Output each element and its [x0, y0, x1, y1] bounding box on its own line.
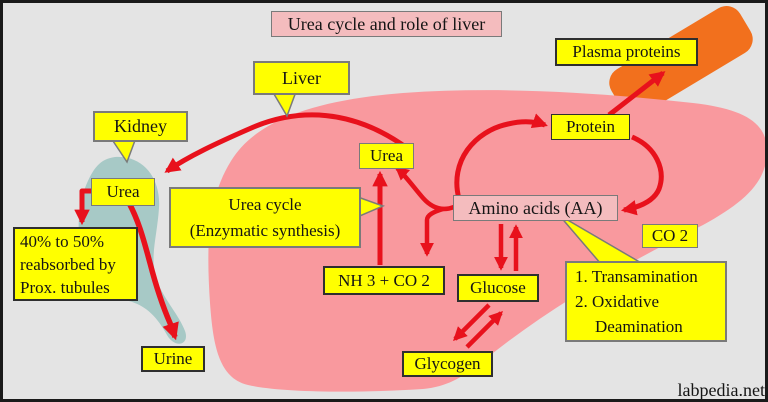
label-co2: CO 2	[642, 224, 698, 248]
label-nh3-co2: NH 3 + CO 2	[323, 266, 445, 295]
urea-cycle-line-1: Urea cycle	[228, 194, 302, 214]
urea-cycle-line-2: (Enzymatic synthesis)	[189, 220, 341, 240]
diagram-title: Urea cycle and role of liver	[271, 11, 502, 37]
arrow-glucose-to-glycogen	[453, 303, 491, 341]
arrow-layer	[74, 71, 666, 349]
arrow-glycogen-to-glucose	[465, 311, 503, 349]
liver-shape	[208, 90, 765, 392]
arrow-protein-to-plasma	[607, 71, 666, 117]
arrow-protein-to-aminoacids	[620, 134, 664, 216]
arrow-urea-to-reabsorbed	[74, 188, 93, 226]
arrow-aminoacids-to-urea	[394, 166, 455, 212]
label-liver: Liver	[253, 61, 350, 95]
label-urea-cycle: Urea cycle (Enzymatic synthesis)	[169, 187, 361, 248]
watermark: labpedia.net	[677, 380, 765, 400]
deamination-line-2: 2. Oxidative	[575, 292, 660, 311]
label-kidney: Kidney	[93, 111, 188, 142]
label-urea-liver: Urea	[359, 143, 414, 169]
reabsorbed-line-3: Prox. tubules	[20, 277, 110, 297]
arrow-urea-to-urine	[125, 199, 179, 341]
reabsorbed-line-1: 40% to 50%	[20, 231, 105, 251]
label-glycogen: Glycogen	[402, 351, 493, 377]
arrow-aminoacids-to-protein	[454, 113, 548, 200]
label-urea-kidney: Urea	[91, 178, 155, 206]
label-amino-acids: Amino acids (AA)	[453, 195, 618, 221]
label-urine: Urine	[141, 346, 205, 372]
label-reabsorbed: 40% to 50% reabsorbed by Prox. tubules	[13, 227, 138, 301]
arrow-aminoacids-to-nh3	[420, 206, 444, 257]
label-deamination: 1. Transamination 2. Oxidative Deaminati…	[565, 261, 727, 342]
reabsorbed-line-2: reabsorbed by	[20, 254, 116, 274]
label-glucose: Glucose	[457, 274, 539, 302]
deamination-line-1: 1. Transamination	[575, 267, 698, 286]
deamination-line-3: Deamination	[595, 317, 683, 336]
label-protein: Protein	[551, 114, 630, 140]
label-plasma-proteins: Plasma proteins	[555, 38, 698, 66]
arrow-liver-urea-to-kidney	[164, 112, 409, 174]
